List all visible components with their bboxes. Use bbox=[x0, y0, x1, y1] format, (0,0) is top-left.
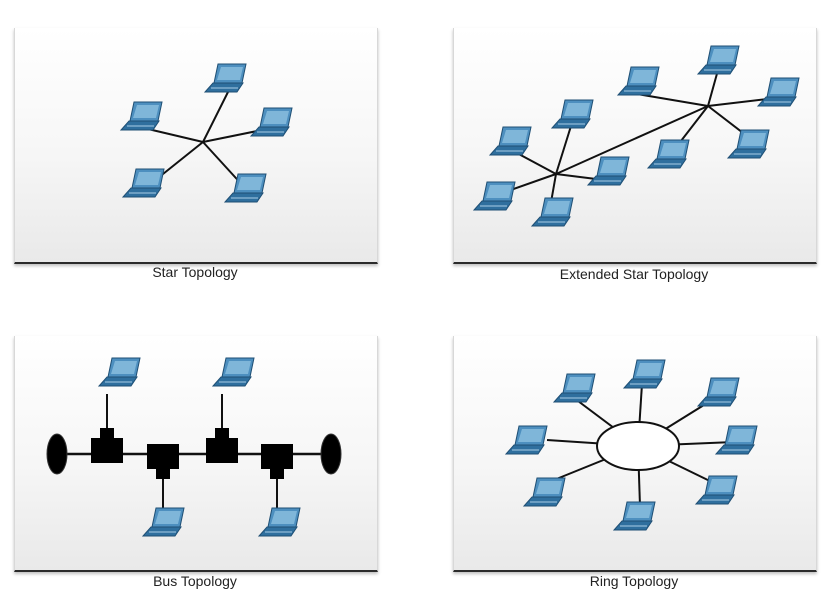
ring-laptops bbox=[504, 359, 758, 531]
laptop-icon bbox=[203, 63, 247, 93]
star-link bbox=[514, 151, 557, 175]
star-topology-panel bbox=[14, 28, 378, 264]
bus-tap-connector-icon bbox=[91, 428, 123, 463]
laptop-icon bbox=[472, 181, 516, 211]
extended-star-topology-diagram bbox=[472, 45, 800, 227]
ring-topology-caption: Ring Topology bbox=[589, 573, 679, 589]
star-topology-caption: Star Topology bbox=[152, 264, 238, 280]
bus-terminator-icon bbox=[46, 433, 68, 475]
laptop-icon bbox=[249, 107, 293, 137]
laptop-icon bbox=[522, 477, 566, 507]
laptop-icon bbox=[550, 99, 594, 129]
laptop-icon bbox=[586, 156, 630, 186]
bus-taps bbox=[91, 428, 293, 479]
star-link bbox=[555, 125, 572, 175]
laptop-icon bbox=[696, 45, 740, 75]
laptop-icon bbox=[504, 425, 548, 455]
laptop-icon bbox=[97, 357, 141, 387]
laptop-icon bbox=[616, 66, 660, 96]
star-topology-diagram bbox=[119, 63, 293, 203]
laptop-icon bbox=[694, 475, 738, 505]
star-links bbox=[147, 87, 268, 189]
laptop-icon bbox=[119, 101, 163, 131]
laptop-icon bbox=[121, 168, 165, 198]
laptop-icon bbox=[223, 173, 267, 203]
bus-tap-connector-icon bbox=[147, 444, 179, 479]
laptop-icon bbox=[530, 197, 574, 227]
extended-star-laptops bbox=[472, 45, 800, 227]
laptop-icon bbox=[612, 501, 656, 531]
bus-tap-connector-icon bbox=[206, 428, 238, 463]
ring-hub-icon bbox=[596, 421, 680, 471]
laptop-icon bbox=[552, 373, 596, 403]
laptop-icon bbox=[141, 507, 185, 537]
star-link bbox=[707, 69, 719, 107]
bus-topology-panel bbox=[14, 336, 378, 572]
ring-topology-panel bbox=[453, 336, 817, 572]
laptop-icon bbox=[696, 377, 740, 407]
laptop-icon bbox=[756, 77, 800, 107]
star-link bbox=[636, 93, 709, 107]
ring-topology-diagram bbox=[504, 359, 758, 531]
laptop-icon bbox=[714, 425, 758, 455]
bus-tap-connector-icon bbox=[261, 444, 293, 479]
laptop-icon bbox=[646, 139, 690, 169]
bus-laptops bbox=[97, 357, 301, 537]
extended-star-topology-panel bbox=[453, 28, 817, 264]
laptop-icon bbox=[726, 129, 770, 159]
star-laptops bbox=[119, 63, 293, 203]
bus-topology-diagram bbox=[46, 357, 342, 537]
laptop-icon bbox=[622, 359, 666, 389]
star-link bbox=[147, 128, 204, 143]
laptop-icon bbox=[257, 507, 301, 537]
bus-terminator-icon bbox=[320, 433, 342, 475]
star-link bbox=[202, 87, 231, 143]
extended-star-topology-caption: Extended Star Topology bbox=[559, 266, 709, 282]
laptop-icon bbox=[211, 357, 255, 387]
laptop-icon bbox=[488, 126, 532, 156]
bus-topology-caption: Bus Topology bbox=[153, 573, 237, 589]
backbone-link bbox=[555, 105, 709, 175]
